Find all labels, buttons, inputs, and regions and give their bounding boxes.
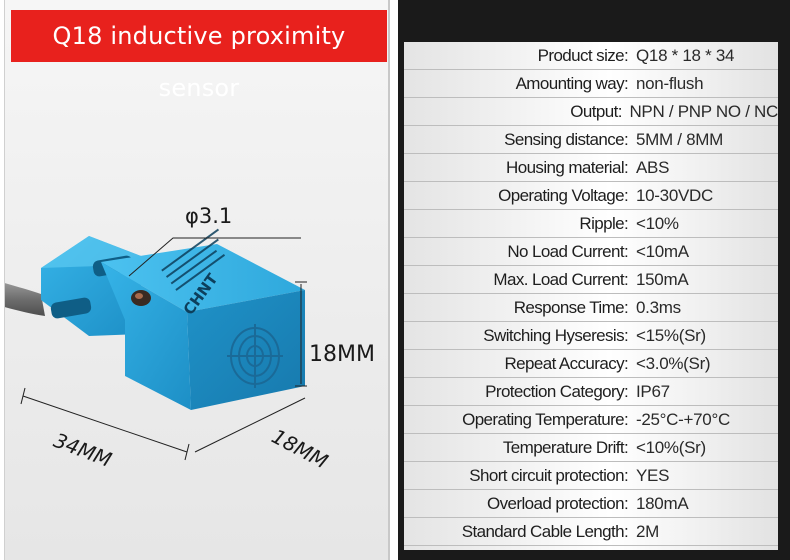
spec-value: 2M xyxy=(636,521,660,541)
spec-row-response-time: Response Time:0.3ms xyxy=(404,294,778,322)
spec-value: 10-30VDC xyxy=(636,185,713,205)
spec-label: Overload protection xyxy=(487,493,625,513)
spec-value: NPN / PNP NO / NC xyxy=(629,101,778,121)
spec-label: Repeat Accuracy xyxy=(504,353,624,373)
spec-row-amounting-way: Amounting way: non-flush xyxy=(404,70,778,98)
spec-label: Ripple xyxy=(579,213,624,233)
spec-value: <10mA xyxy=(636,241,689,261)
spec-label: Operating Temperature xyxy=(462,409,625,429)
spec-row-overload-protection: Overload protection:180mA xyxy=(404,490,778,518)
spec-colon: : xyxy=(624,353,629,373)
spec-row-protection-category: Protection Category: IP67 xyxy=(404,378,778,406)
spec-row-repeat-accuracy: Repeat Accuracy: <3.0%(Sr) xyxy=(404,350,778,378)
spec-row-switching-hyseresis: Switching Hyseresis: <15%(Sr) xyxy=(404,322,778,350)
spec-label: Housing material xyxy=(506,157,625,177)
spec-colon: : xyxy=(624,325,629,345)
spec-colon: : xyxy=(624,465,629,485)
sensor-left-face xyxy=(101,262,191,410)
sensor-printed-text xyxy=(161,228,226,291)
spec-label: Output xyxy=(570,101,618,121)
specification-table: Product size: Q18 * 18 * 34 Amounting way… xyxy=(404,42,778,550)
spec-label: Response Time xyxy=(513,297,625,317)
sensor-top-face xyxy=(101,244,305,312)
spec-value: 150mA xyxy=(636,269,689,289)
spec-label: Protection Category xyxy=(485,381,624,401)
spec-colon: : xyxy=(624,157,629,177)
spec-label: Standard Cable Length xyxy=(461,521,625,541)
spec-colon: : xyxy=(624,521,629,541)
spec-label: Max. Load Current xyxy=(493,269,624,289)
height-dimension-label: 18MM xyxy=(309,342,375,367)
spec-label: No Load Current xyxy=(507,241,624,261)
spec-row-product-size: Product size: Q18 * 18 * 34 xyxy=(404,42,778,70)
hole-diameter-label: φ3.1 xyxy=(185,204,233,228)
spec-row-temperature-drift: Temperature Drift: <10%(Sr) xyxy=(404,434,778,462)
spec-colon: : xyxy=(624,213,629,233)
spec-value: Q18 * 18 * 34 xyxy=(636,45,735,65)
spec-row-operating-voltage: Operating Voltage:10-30VDC xyxy=(404,182,778,210)
spec-colon: : xyxy=(624,381,629,401)
spec-label: Temperature Drift xyxy=(502,437,625,457)
spec-label: Amounting way xyxy=(515,73,625,93)
spec-value: <3.0%(Sr) xyxy=(636,353,711,373)
spec-value: non-flush xyxy=(636,73,704,93)
sensor-target-symbol xyxy=(227,324,283,388)
spec-row-output: Output: NPN / PNP NO / NC xyxy=(404,98,778,126)
spec-value: 5MM / 8MM xyxy=(636,129,724,149)
spec-row-short-circuit-protection: Short circuit protection: YES xyxy=(404,462,778,490)
spec-colon: : xyxy=(624,73,629,93)
spec-colon: : xyxy=(624,437,629,457)
spec-label: Switching Hyseresis xyxy=(483,325,624,345)
spec-value: 0.3ms xyxy=(636,297,681,317)
spec-colon: : xyxy=(624,241,629,261)
spec-value: 180mA xyxy=(636,493,689,513)
spec-label: Operating Voltage xyxy=(498,185,625,205)
spec-value: <10%(Sr) xyxy=(636,437,706,457)
spec-row-no-load-current: No Load Current: <10mA xyxy=(404,238,778,266)
spec-colon: : xyxy=(624,45,629,65)
spec-row-max-load-current: Max. Load Current:150mA xyxy=(404,266,778,294)
product-photo-panel: CHNT Q18 inductive proximity sensor xyxy=(4,0,390,560)
sensor-illustration: CHNT xyxy=(5,228,307,461)
spec-value: <15%(Sr) xyxy=(636,325,706,345)
spec-colon: : xyxy=(624,269,629,289)
spec-colon: : xyxy=(624,409,629,429)
spec-label: Sensing distance xyxy=(504,129,624,149)
spec-value: IP67 xyxy=(636,381,670,401)
specification-panel: Product size: Q18 * 18 * 34 Amounting way… xyxy=(398,0,790,560)
product-title-banner: Q18 inductive proximity sensor xyxy=(11,10,387,102)
spec-value: -25°C-+70°C xyxy=(636,409,730,429)
spec-value: <10% xyxy=(636,213,679,233)
spec-row-operating-temperature: Operating Temperature: -25°C-+70°C xyxy=(404,406,778,434)
mounting-hole-bottom xyxy=(50,297,92,319)
spec-colon: : xyxy=(624,185,629,205)
spec-row-ripple: Ripple: <10% xyxy=(404,210,778,238)
sensor-front-face xyxy=(187,290,305,410)
spec-row-sensing-distance: Sensing distance:5MM / 8MM xyxy=(404,126,778,154)
spec-value: YES xyxy=(636,465,670,485)
spec-colon: : xyxy=(624,129,629,149)
spec-value: ABS xyxy=(636,157,670,177)
spec-label: Short circuit protection xyxy=(469,465,624,485)
sensor-cable xyxy=(5,283,45,316)
spec-colon: : xyxy=(624,297,629,317)
spec-row-standard-cable-length: Standard Cable Length:2M xyxy=(404,518,778,546)
spec-row-housing-material: Housing material: ABS xyxy=(404,154,778,182)
spec-label: Product size xyxy=(537,45,625,65)
spec-colon: : xyxy=(617,101,623,121)
spec-colon: : xyxy=(624,493,629,513)
hole-leader-line xyxy=(128,237,301,277)
